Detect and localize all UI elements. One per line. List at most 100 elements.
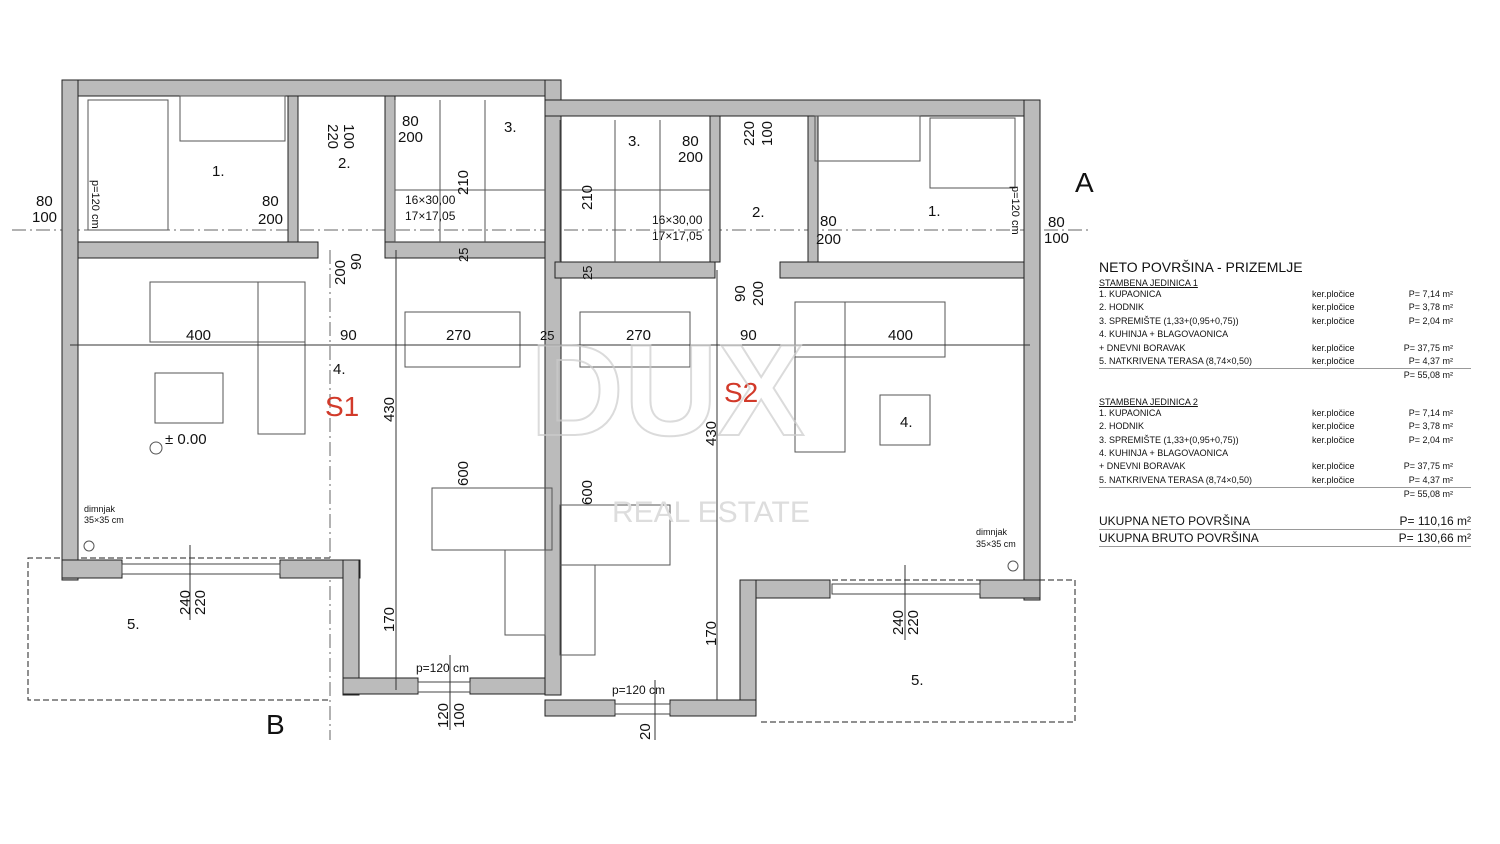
dim: 240 <box>177 590 194 615</box>
dim: 270 <box>446 327 471 344</box>
area-row: 5. NATKRIVENA TERASA (8,74×0,50) ker.ploč… <box>1099 355 1471 370</box>
dim: 100 <box>32 209 57 226</box>
room-label: 3. <box>504 119 517 136</box>
area-value: P= 3,78 m² <box>1408 302 1453 313</box>
dim: 220 <box>905 610 922 635</box>
area-row: 3. SPREMIŠTE (1,33+(0,95+0,75))ker.ploči… <box>1099 315 1471 328</box>
chimney-label: 35×35 cm <box>84 515 124 525</box>
room-label: 3. <box>628 133 641 150</box>
terrace-s1 <box>27 557 330 701</box>
dim: 220 <box>192 590 209 615</box>
terrace-s2 <box>760 579 1076 723</box>
room-name: 5. NATKRIVENA TERASA (8,74×0,50) <box>1099 355 1252 366</box>
room-label: 1. <box>928 203 941 220</box>
area-row: + DNEVNI BORAVAK ker.pločice P= 37,75 m² <box>1099 460 1471 473</box>
dim: 90 <box>340 327 357 344</box>
sill-height: p=120 cm <box>416 661 469 675</box>
area-row: 2. HODNIK ker.pločice P= 3,78 m² <box>1099 301 1471 314</box>
room-label: 5. <box>911 672 924 689</box>
dim: 600 <box>455 461 472 486</box>
stairs-dim: 16×30,00 <box>652 213 703 227</box>
room-name: 5. NATKRIVENA TERASA (8,74×0,50) <box>1099 474 1252 485</box>
dim: 200 <box>398 129 423 146</box>
material: ker.pločice <box>1312 434 1355 445</box>
dim: 200 <box>678 149 703 166</box>
area-value: P= 37,75 m² <box>1403 461 1453 472</box>
total-gross-area: UKUPNA BRUTO POVRŠINA P= 130,66 m² <box>1099 530 1471 548</box>
material: ker.pločice <box>1312 302 1355 313</box>
total-net-label: UKUPNA NETO POVRŠINA <box>1099 514 1251 529</box>
dim: 25 <box>580 266 595 280</box>
room-label: 5. <box>127 616 140 633</box>
dim: 100 <box>451 703 468 728</box>
room-name: 2. HODNIK <box>1099 302 1145 313</box>
total-gross-label: UKUPNA BRUTO POVRŠINA <box>1099 531 1259 546</box>
dim: 220 <box>324 124 341 149</box>
section-b-marker: B <box>266 709 285 740</box>
area-value: P= 2,04 m² <box>1408 315 1453 326</box>
material: ker.pločice <box>1312 355 1355 366</box>
stairs-dim: 17×17,05 <box>652 229 703 243</box>
dim: 200 <box>816 231 841 248</box>
dim: 80 <box>820 213 837 230</box>
dim: 210 <box>579 185 596 210</box>
dim: 25 <box>540 328 554 343</box>
area-row: 5. NATKRIVENA TERASA (8,74×0,50)ker.ploč… <box>1099 474 1471 489</box>
dim: 90 <box>740 327 757 344</box>
area-value: P= 4,37 m² <box>1408 355 1453 366</box>
unit-total-value: P= 55,08 m² <box>1403 370 1453 381</box>
dim: 120 <box>435 703 452 728</box>
area-row: 4. KUHINJA + BLAGOVAONICA <box>1099 328 1471 341</box>
dim: 80 <box>682 133 699 150</box>
room-label: 2. <box>752 204 765 221</box>
unit-total: P= 55,08 m² <box>1099 369 1471 382</box>
dim: 200 <box>750 281 767 306</box>
area-value: P= 37,75 m² <box>1403 342 1453 353</box>
dim: 25 <box>456 248 471 262</box>
total-gross-value: P= 130,66 m² <box>1398 531 1471 546</box>
room-name: + DNEVNI BORAVAK <box>1099 342 1186 353</box>
room-name: + DNEVNI BORAVAK <box>1099 461 1186 472</box>
material <box>1312 328 1395 341</box>
room-name: 4. KUHINJA + BLAGOVAONICA <box>1099 329 1229 340</box>
room-label: 4. <box>333 361 346 378</box>
material: ker.pločice <box>1312 289 1355 299</box>
material: ker.pločice <box>1312 461 1355 472</box>
stairs-dim: 16×30,00 <box>405 193 456 207</box>
walls <box>61 79 1041 717</box>
dim: 200 <box>332 260 349 285</box>
unit-total: P= 55,08 m² <box>1099 488 1471 501</box>
material: ker.pločice <box>1312 315 1355 326</box>
area-value <box>1395 447 1471 460</box>
area-value: P= 4,37 m² <box>1408 474 1453 485</box>
sill-height: p=120 cm <box>612 683 665 697</box>
dim: 80 <box>1048 214 1065 231</box>
dim: 170 <box>381 607 398 632</box>
sill-height: p=120 cm <box>1009 186 1021 235</box>
unit-s1-label: S1 <box>325 391 359 422</box>
dim: 430 <box>703 421 720 446</box>
watermark-subtitle: REAL ESTATE <box>612 496 810 529</box>
watermark-logo: DUX <box>530 317 804 463</box>
room-label: 1. <box>212 163 225 180</box>
dim: 240 <box>890 610 907 635</box>
dim: 80 <box>262 193 279 210</box>
dim: 90 <box>348 253 365 270</box>
material: ker.pločice <box>1312 421 1355 432</box>
dim: 170 <box>703 621 720 646</box>
room-name: 2. HODNIK <box>1099 421 1145 432</box>
chimney-label: dimnjak <box>84 504 116 514</box>
material <box>1312 447 1395 460</box>
area-legend: NETO POVRŠINA - PRIZEMLJE STAMBENA JEDIN… <box>1099 259 1471 548</box>
area-value: P= 7,14 m² <box>1408 289 1453 299</box>
dim: 100 <box>1044 230 1069 247</box>
floor-level: ± 0.00 <box>165 431 207 448</box>
dim: 200 <box>258 211 283 228</box>
unit-heading: STAMBENA JEDINICA 2 <box>1099 396 1198 407</box>
dim: 100 <box>759 121 776 146</box>
dim: 220 <box>741 121 758 146</box>
